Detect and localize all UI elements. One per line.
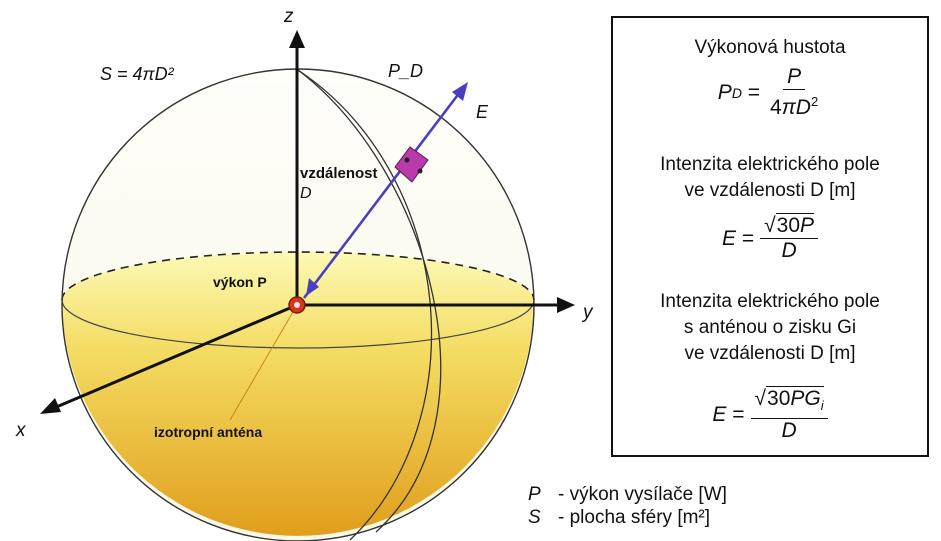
power-density-title: Výkonová hustota — [694, 37, 846, 58]
e-vector — [302, 91, 462, 299]
antenna-core — [294, 302, 300, 308]
sphere-area-label: S = 4πD² — [100, 64, 175, 84]
patch-dot — [417, 168, 423, 174]
e-label: E — [476, 102, 489, 122]
meridian-1 — [297, 69, 442, 533]
antenna-leader — [229, 304, 298, 421]
surface-patch — [394, 146, 429, 183]
x-axis — [53, 303, 298, 410]
lower-hemisphere — [62, 252, 534, 536]
power-label: výkon P — [213, 274, 267, 290]
gain-title-3: ve vzdálenosti D [m] — [684, 343, 856, 364]
e-arrowtail — [306, 278, 319, 296]
gain-title-1: Intenzita elektrického pole — [660, 291, 880, 312]
legend: P - výkon vysílače [W] S - plocha sféry … — [528, 483, 727, 529]
field-title-2: ve vzdálenosti D [m] — [684, 180, 856, 201]
legend-item: P - výkon vysílače [W] — [528, 484, 727, 505]
equator-front — [61, 299, 535, 349]
meridian-2 — [297, 69, 433, 541]
z-label: z — [283, 6, 294, 27]
e-arrowhead — [452, 82, 468, 101]
y-arrowhead — [557, 297, 575, 313]
flux-label: P_D — [388, 61, 423, 81]
y-label: y — [581, 302, 594, 323]
gain-title-2: s anténou o zisku Gi — [683, 317, 857, 338]
legend-item: S - plocha sféry [m²] — [528, 507, 711, 528]
antenna-label: izotropní anténa — [154, 424, 262, 440]
patch-dot — [404, 157, 410, 163]
x-arrowhead — [40, 398, 61, 414]
field-title-1: Intenzita elektrického pole — [660, 154, 880, 175]
x-label: x — [15, 420, 27, 441]
distance-label: vzdálenost — [300, 165, 378, 182]
distance-symbol: D — [300, 185, 312, 202]
z-arrowhead — [289, 30, 305, 48]
